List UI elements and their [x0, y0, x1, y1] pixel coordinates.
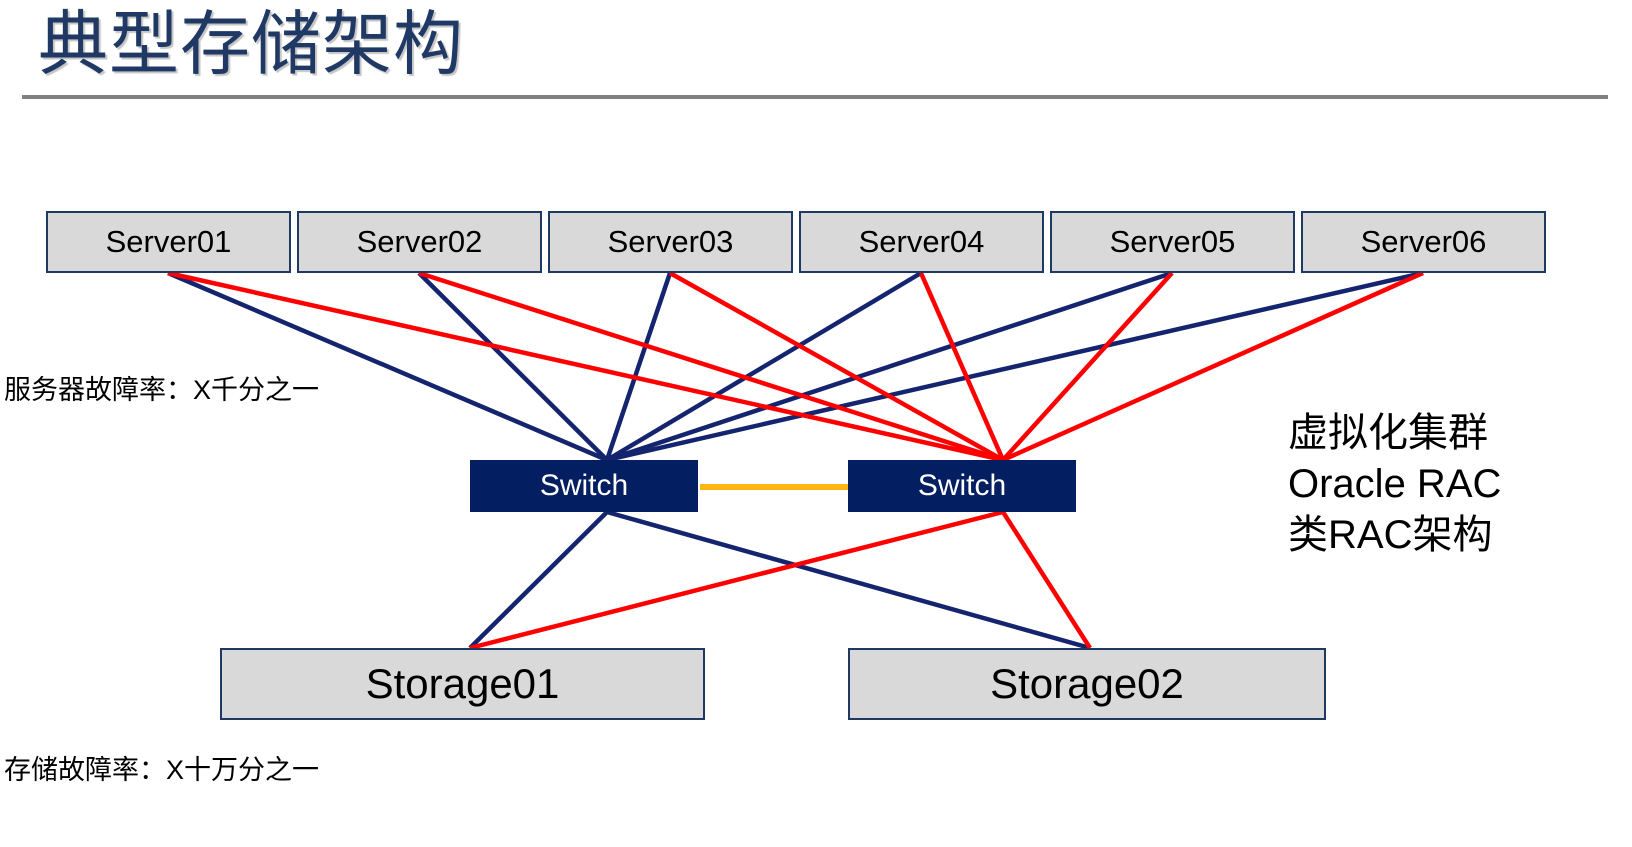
- link-server02-to-left-switch: [417, 271, 609, 462]
- link-server05-to-left-switch: [606, 270, 1173, 463]
- node-label: Storage02: [990, 660, 1184, 707]
- annotation-line-rac-like: 类RAC架构: [1288, 513, 1493, 557]
- link-left-switch-to-storage02: [606, 509, 1091, 651]
- node-server01[interactable]: Server01: [46, 211, 291, 273]
- annotation-line-virtual-cluster: 虚拟化集群: [1288, 411, 1488, 455]
- annotation-cluster-types: 虚拟化集群 Oracle RAC 类RAC架构: [1288, 408, 1501, 561]
- node-server06[interactable]: Server06: [1301, 211, 1546, 273]
- link-server01-to-left-switch: [167, 270, 608, 463]
- link-server04-to-left-switch: [605, 271, 923, 462]
- link-right-switch-to-storage02: [1001, 510, 1092, 650]
- title-divider: [22, 95, 1608, 99]
- annotation-server-failure-rate: 服务器故障率：X千分之一: [4, 375, 320, 405]
- link-server05-to-right-switch: [1001, 271, 1174, 462]
- node-label: Server04: [858, 224, 985, 259]
- node-label: Switch: [539, 469, 629, 502]
- page-title: 典型存储架构: [38, 5, 464, 83]
- link-right-switch-to-storage01: [469, 509, 1004, 651]
- annotation-storage-failure-rate: 存储故障率：X十万分之一: [4, 755, 320, 785]
- node-label: Server03: [607, 224, 734, 259]
- node-server05[interactable]: Server05: [1050, 211, 1295, 273]
- link-server01-to-right-switch: [167, 270, 1004, 463]
- node-switch-left[interactable]: Switch: [470, 460, 698, 512]
- node-label: Server01: [105, 224, 232, 259]
- node-storage02[interactable]: Storage02: [848, 648, 1326, 720]
- node-server04[interactable]: Server04: [799, 211, 1044, 273]
- node-switch-right[interactable]: Switch: [848, 460, 1076, 512]
- node-label: Server02: [356, 224, 483, 259]
- node-server02[interactable]: Server02: [297, 211, 542, 273]
- link-server03-to-right-switch: [668, 271, 1005, 462]
- node-label: Storage01: [365, 660, 560, 707]
- link-server03-to-left-switch: [604, 272, 673, 461]
- node-server03[interactable]: Server03: [548, 211, 793, 273]
- link-server02-to-right-switch: [418, 270, 1004, 463]
- node-label: Switch: [917, 469, 1007, 502]
- annotation-line-oracle-rac: Oracle RAC: [1288, 462, 1502, 506]
- link-server04-to-right-switch: [918, 272, 1006, 461]
- node-label: Server06: [1360, 224, 1487, 259]
- node-storage01[interactable]: Storage01: [220, 648, 705, 720]
- link-left-switch-to-storage01: [468, 510, 609, 650]
- node-label: Server05: [1109, 224, 1236, 259]
